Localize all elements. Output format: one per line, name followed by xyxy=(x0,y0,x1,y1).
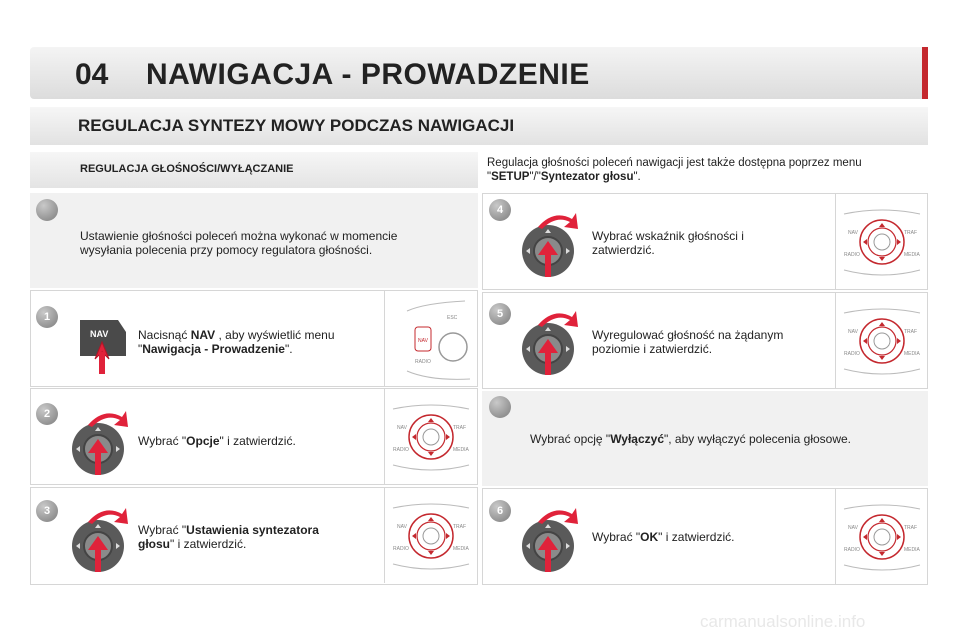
svg-text:RADIO: RADIO xyxy=(844,252,860,258)
lightbulb-icon xyxy=(489,396,511,418)
step-text-2: Wybrać "Opcje" i zatwierdzić. xyxy=(138,434,296,448)
tip-text: Wybrać opcję "Wyłączyć", aby wyłączyć po… xyxy=(530,432,852,446)
svg-text:RADIO: RADIO xyxy=(844,547,860,553)
svg-text:TRAF: TRAF xyxy=(904,230,917,236)
controller-illustration: NAV TRAF RADIO MEDIA xyxy=(384,488,476,583)
svg-text:NAV: NAV xyxy=(848,525,859,531)
svg-text:MEDIA: MEDIA xyxy=(904,351,921,357)
watermark: carmanualsonline.info xyxy=(700,612,866,631)
svg-text:TRAF: TRAF xyxy=(453,524,466,530)
step-text-5: Wyregulować głośność na żądanym poziomie… xyxy=(592,328,784,356)
svg-text:MEDIA: MEDIA xyxy=(453,447,470,453)
chapter-header-bar xyxy=(30,47,928,99)
svg-text:RADIO: RADIO xyxy=(393,546,409,552)
rotary-knob-icon xyxy=(520,205,582,290)
section-title: REGULACJA SYNTEZY MOWY PODCZAS NAWIGACJI xyxy=(78,116,515,135)
step-badge-2: 2 xyxy=(36,403,58,425)
rotary-knob-icon xyxy=(70,500,132,585)
controller-illustration: NAV TRAF RADIO MEDIA xyxy=(835,293,927,388)
rotary-knob-icon xyxy=(70,403,132,488)
controller-illustration: NAV TRAF RADIO MEDIA xyxy=(835,489,927,584)
note-setup: SETUP xyxy=(491,171,530,183)
svg-text:MEDIA: MEDIA xyxy=(904,252,921,258)
svg-text:NAV: NAV xyxy=(848,230,859,236)
device-pane-1: NAV ESC RADIO xyxy=(384,291,477,386)
step-badge-1: 1 xyxy=(36,306,58,328)
nav-button-icon: NAV xyxy=(80,320,126,374)
svg-text:NAV: NAV xyxy=(397,524,408,530)
nav-button-label: NAV xyxy=(90,329,108,339)
step-text-3: Wybrać "Ustawienia syntezatora głosu" i … xyxy=(138,523,319,551)
svg-text:NAV: NAV xyxy=(397,425,408,431)
lightbulb-icon xyxy=(36,199,58,221)
step-badge-3: 3 xyxy=(36,500,58,522)
step-text-4: Wybrać wskaźnik głośności i zatwierdzić. xyxy=(592,229,744,257)
section-header-bar xyxy=(30,107,928,145)
nav-device-illustration: NAV ESC RADIO xyxy=(406,300,471,380)
subsection-title: REGULACJA GŁOŚNOŚCI/WYŁĄCZANIE xyxy=(80,163,294,175)
chapter-title: NAWIGACJA - PROWADZENIE xyxy=(146,58,590,91)
subsection-bar xyxy=(30,152,478,188)
step-badge-4: 4 xyxy=(489,199,511,221)
svg-text:TRAF: TRAF xyxy=(453,425,466,431)
rotary-knob-icon xyxy=(520,500,582,585)
subsection-note: Regulacja głośności poleceń nawigacji je… xyxy=(487,157,862,183)
svg-text:ESC: ESC xyxy=(447,315,458,321)
svg-text:TRAF: TRAF xyxy=(904,329,917,335)
intro-card xyxy=(30,193,478,288)
note-synth: Syntezator głosu xyxy=(540,171,634,183)
svg-text:RADIO: RADIO xyxy=(844,351,860,357)
tip-card xyxy=(482,391,928,486)
svg-text:RADIO: RADIO xyxy=(393,447,409,453)
intro-text: Ustawienie głośności poleceń można wykon… xyxy=(80,229,398,257)
controller-illustration: NAV TRAF RADIO MEDIA xyxy=(384,389,476,484)
rotary-knob-icon xyxy=(520,303,582,388)
svg-text:NAV: NAV xyxy=(418,338,429,344)
svg-text:NAV: NAV xyxy=(848,329,859,335)
chapter-number: 04 xyxy=(75,58,109,91)
step-text-6: Wybrać "OK" i zatwierdzić. xyxy=(592,530,735,544)
step-badge-5: 5 xyxy=(489,303,511,325)
controller-illustration: NAV TRAF RADIO MEDIA xyxy=(835,194,927,289)
svg-text:MEDIA: MEDIA xyxy=(453,546,470,552)
svg-text:RADIO: RADIO xyxy=(415,359,431,365)
step-text-1: Nacisnąć NAV , aby wyświetlić menu "Nawi… xyxy=(138,328,335,356)
step-badge-6: 6 xyxy=(489,500,511,522)
svg-text:MEDIA: MEDIA xyxy=(904,547,921,553)
svg-text:TRAF: TRAF xyxy=(904,525,917,531)
